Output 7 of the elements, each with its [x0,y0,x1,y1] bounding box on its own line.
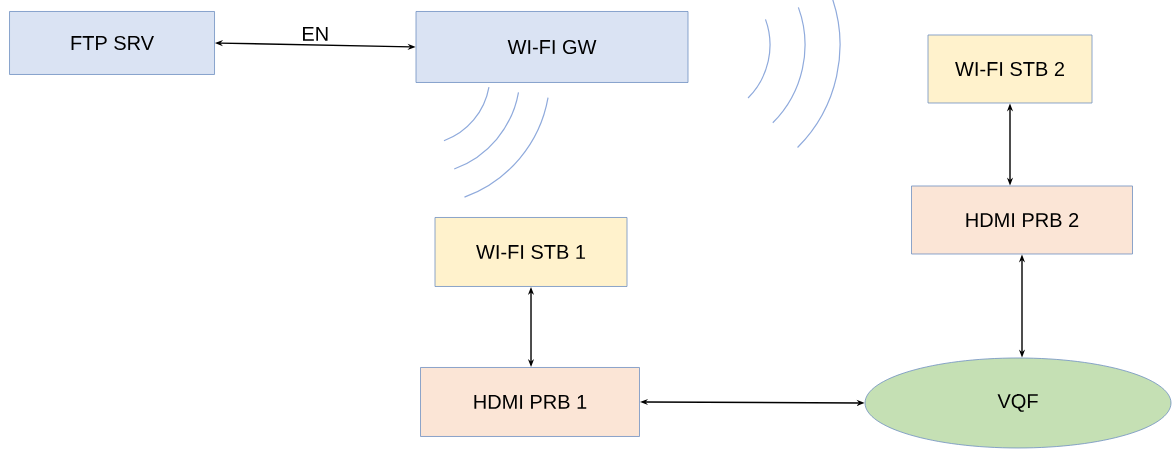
set-top-box: WI-FI STB 1 [434,217,628,287]
gateway-box: WI-FI GW [415,11,689,83]
probe-box: HDMI PRB 1 [420,367,640,437]
server-box: FTP SRV [9,11,215,75]
set-top-box: WI-FI STB 2 [927,34,1093,104]
probe-box: HDMI PRB 2 [911,185,1133,255]
edge-label: EN [303,27,328,41]
